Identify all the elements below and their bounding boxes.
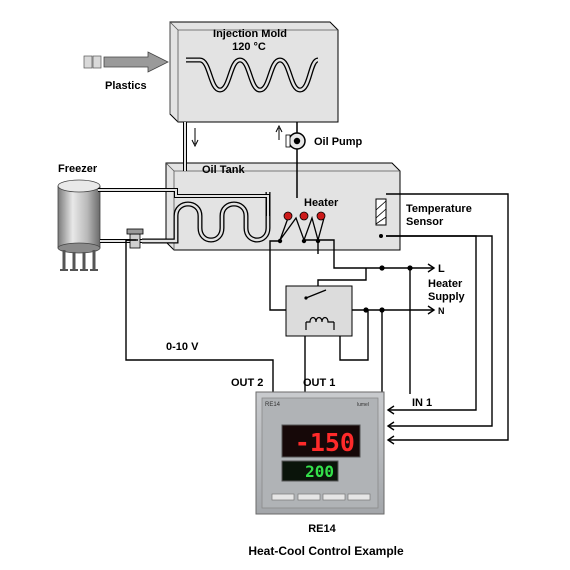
diagram-caption: Heat-Cool Control Example [248, 544, 404, 558]
oil-tank: Oil Tank Heater [142, 162, 401, 251]
temp-sensor-label-1: Temperature [406, 203, 472, 215]
oil-pump-label: Oil Pump [314, 136, 363, 148]
freezer-label: Freezer [58, 163, 98, 175]
process-value-display: -150 [295, 428, 355, 457]
controller-button-3[interactable] [322, 493, 346, 501]
heater-label: Heater [304, 197, 339, 209]
oil-pump: Oil Pump [285, 132, 363, 150]
controller-button-4[interactable] [347, 493, 371, 501]
oil-tank-label: Oil Tank [202, 164, 245, 176]
return-arrow [191, 128, 199, 148]
heater-supply-label-2: Supply [428, 291, 466, 303]
mold-temp-label: 120 °C [232, 41, 266, 53]
supply-arrow [275, 124, 283, 140]
plastics-feed: Plastics [83, 51, 169, 92]
controller-button-1[interactable] [271, 493, 295, 501]
junction-dots [363, 265, 413, 313]
controller-brand-tag: lumel [357, 402, 369, 408]
line-l-label: L [438, 263, 445, 275]
relay [285, 285, 353, 337]
relay-coil [306, 316, 334, 323]
set-value-display: 200 [305, 462, 334, 481]
controller-name-label: RE14 [308, 523, 336, 535]
temperature-sensor [375, 198, 387, 238]
out1-label: OUT 1 [303, 377, 335, 389]
mold-name-label: Injection Mold [213, 28, 287, 40]
in1-label: IN 1 [412, 397, 432, 409]
out2-label: OUT 2 [231, 377, 263, 389]
voltage-signal-label: 0-10 V [166, 341, 199, 353]
controller-re14: RE14 lumel -150 200 [255, 391, 385, 515]
controller-button-2[interactable] [297, 493, 321, 501]
cooling-valve [126, 228, 144, 249]
freezer: Freezer [57, 163, 270, 271]
plastics-arrow [103, 51, 169, 73]
controller-model-tag: RE14 [265, 402, 281, 408]
heater-supply-label-1: Heater [428, 278, 463, 290]
plastics-label: Plastics [105, 80, 147, 92]
wiring [125, 193, 509, 445]
line-n-label: N [438, 306, 445, 316]
injection-mold: Injection Mold 120 °C [169, 21, 339, 123]
temp-sensor-label-2: Sensor [406, 216, 444, 228]
